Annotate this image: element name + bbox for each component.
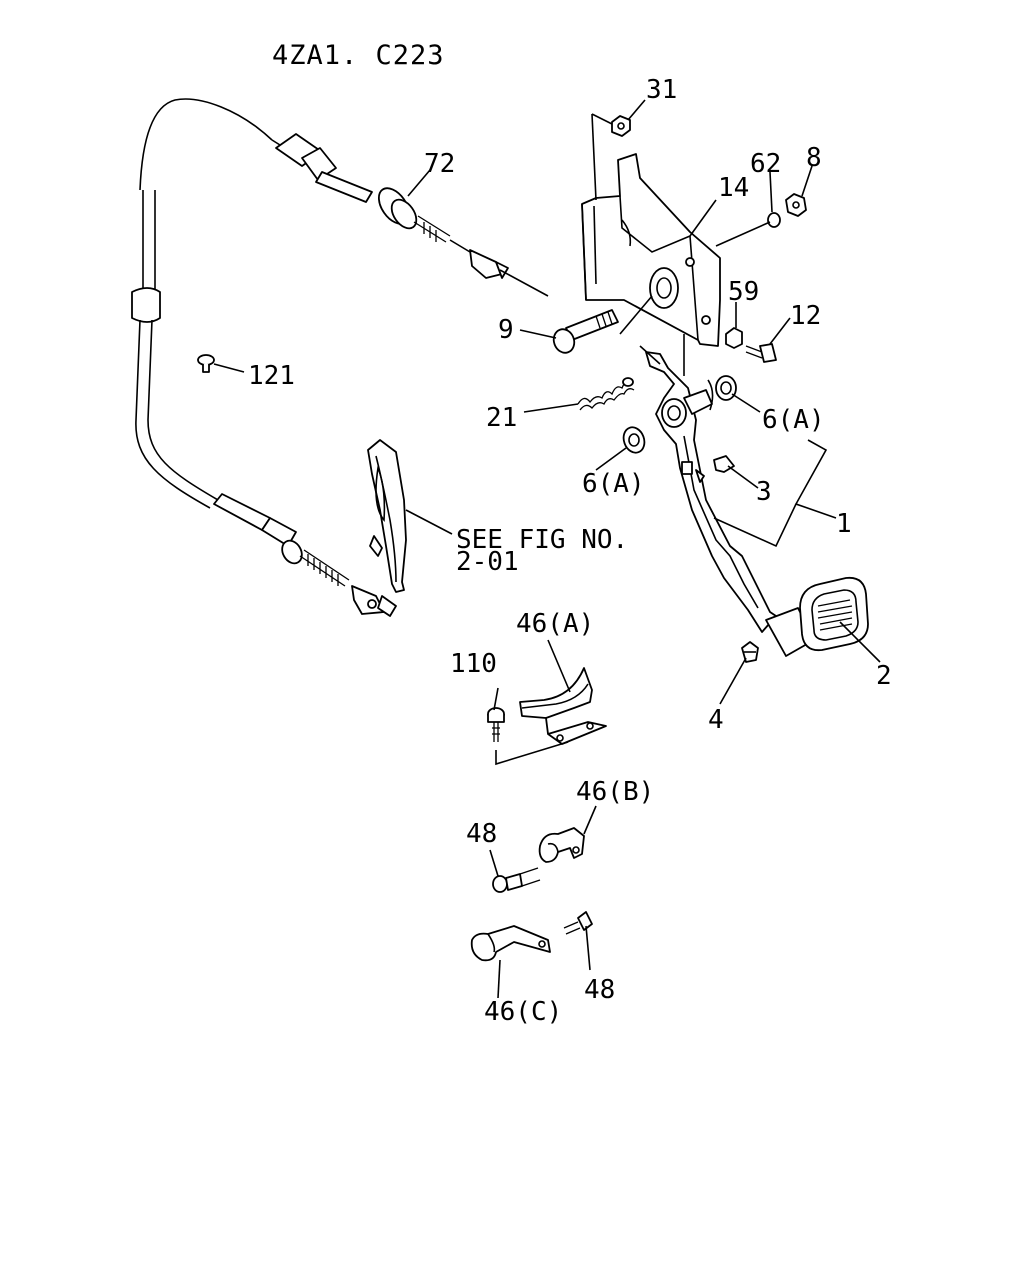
reference-note-line1: SEE FIG NO. (456, 525, 628, 555)
reference-note-line2: 2-01 (456, 547, 519, 577)
cap-4 (741, 641, 759, 663)
bolt-48-lower (563, 911, 593, 935)
nut-31 (611, 115, 631, 137)
nut-8 (785, 193, 807, 217)
callout-4: 4 (708, 705, 724, 735)
bracket-46c (470, 925, 551, 962)
bushing-6a-lower (622, 426, 646, 454)
callout-59: 59 (728, 277, 759, 307)
callout-48-lower: 48 (584, 975, 615, 1005)
callout-110: 110 (450, 649, 497, 679)
clip-121 (197, 354, 215, 373)
pedal-bracket (581, 153, 721, 347)
nut-59 (725, 327, 743, 349)
callout-48-upper: 48 (466, 819, 497, 849)
leader-lines (213, 99, 881, 999)
callout-8: 8 (806, 143, 822, 173)
bolt-12 (745, 343, 777, 363)
callout-14: 14 (718, 173, 749, 203)
washer-62 (767, 212, 781, 228)
callout-12: 12 (790, 301, 821, 331)
callout-72: 72 (424, 149, 455, 179)
bracket-46a (519, 667, 607, 745)
stopper-3 (713, 455, 735, 473)
bolt-48-upper (492, 867, 541, 893)
callout-3: 3 (756, 477, 772, 507)
callout-2: 2 (876, 661, 892, 691)
callout-6a-upper: 6(A) (762, 405, 825, 435)
callout-31: 31 (646, 75, 677, 105)
callout-1: 1 (836, 509, 852, 539)
callout-46b: 46(B) (576, 777, 654, 807)
callout-121: 121 (248, 361, 295, 391)
callout-62: 62 (750, 149, 781, 179)
bracket-46b (538, 827, 585, 863)
spring-21 (577, 377, 635, 411)
bolt-9 (552, 309, 619, 354)
callout-46a: 46(A) (516, 609, 594, 639)
reference-brake-pedal (367, 439, 407, 593)
diagram-title: 4ZA1. C223 (272, 40, 445, 71)
bushing-6a-upper (715, 375, 737, 401)
callout-6a-lower: 6(A) (582, 469, 645, 499)
callout-21: 21 (486, 403, 517, 433)
callout-46c: 46(C) (484, 997, 562, 1027)
clutch-cable (131, 98, 509, 617)
bolt-110 (487, 707, 505, 742)
callout-9: 9 (498, 315, 514, 345)
